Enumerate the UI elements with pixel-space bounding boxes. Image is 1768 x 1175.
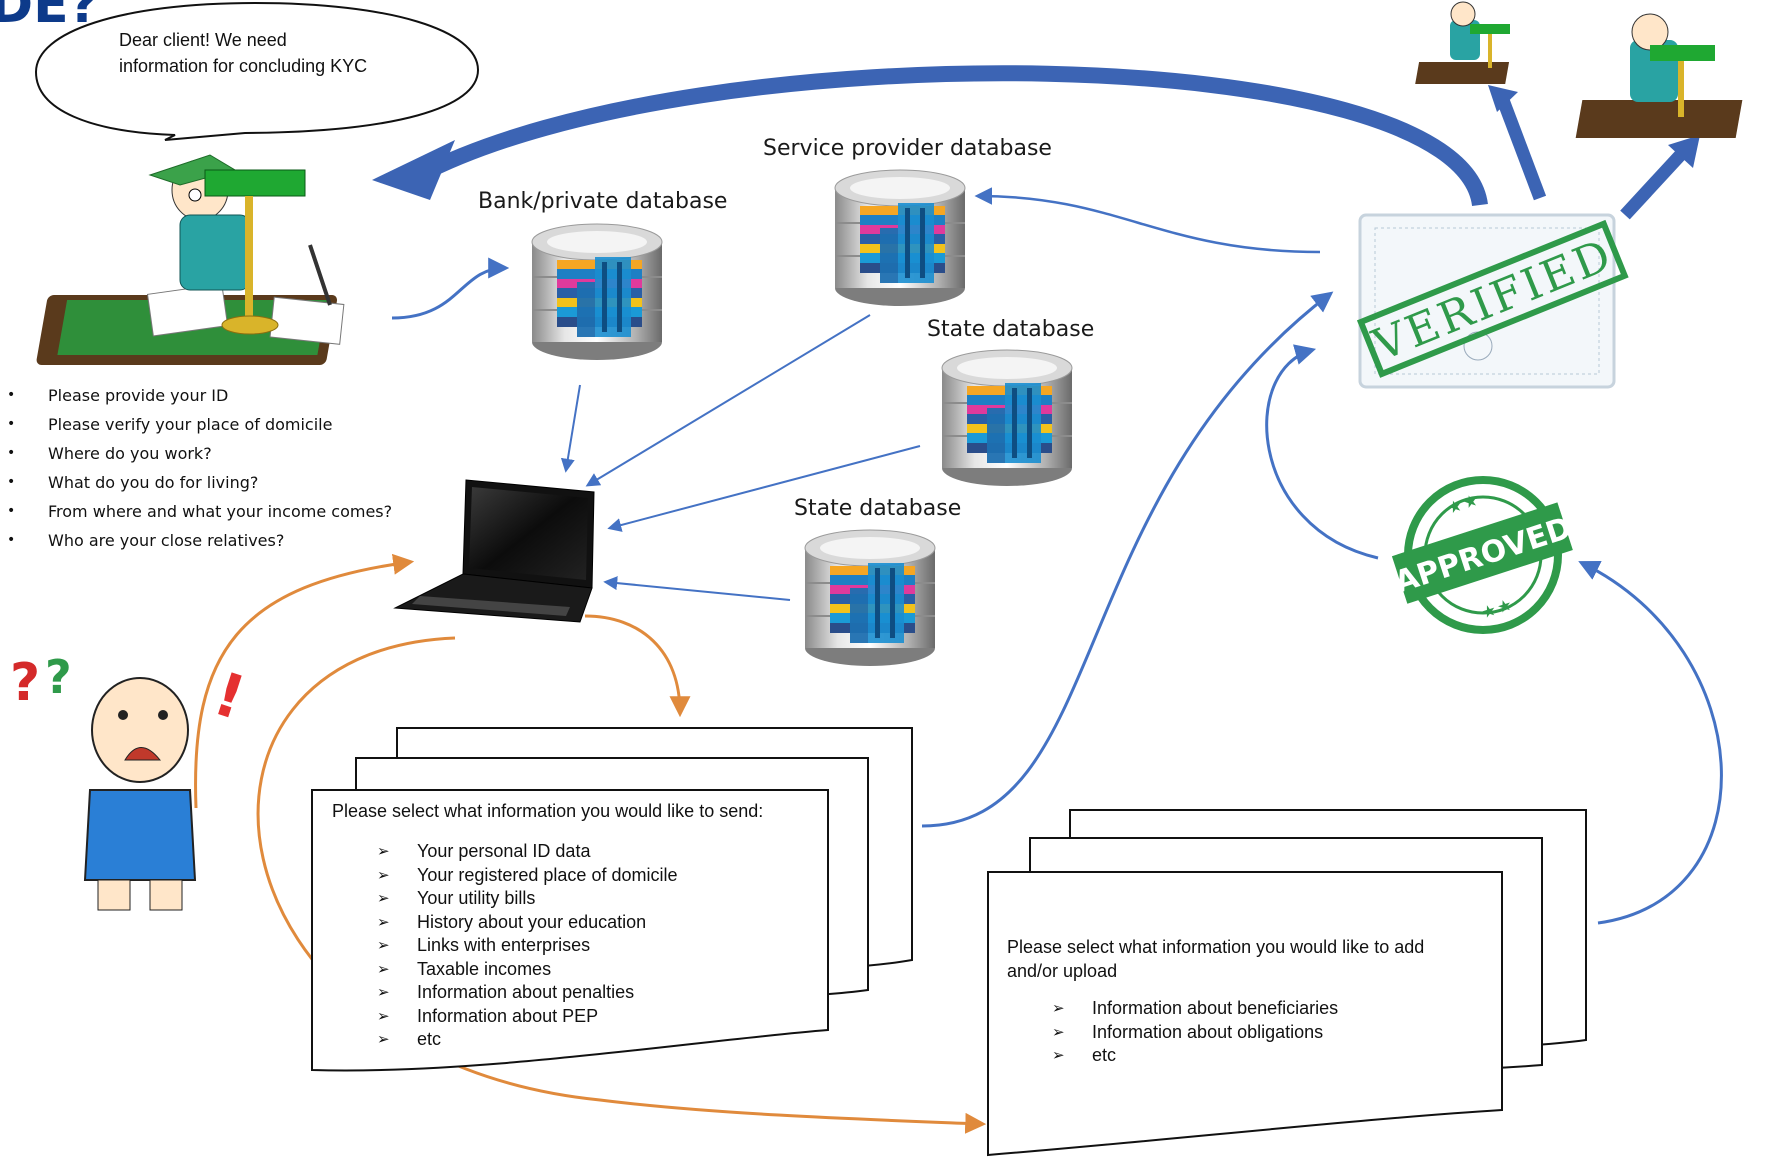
state-database-icon-2: [804, 529, 936, 667]
send-form-to-verified-arrow: [921, 291, 1334, 828]
svg-text:?: ?: [10, 653, 40, 713]
clerk-to-bank-arrow: [391, 257, 510, 320]
send-form-option[interactable]: Information about PEP: [377, 1005, 812, 1029]
bank-to-laptop-arrow: [560, 384, 581, 473]
laptop-icon: [393, 479, 595, 623]
clerk-small-b: [1575, 13, 1743, 138]
add-form-option[interactable]: etc: [1052, 1044, 1487, 1068]
service-to-laptop-arrow: [585, 314, 871, 487]
state-database-label-2: State database: [794, 496, 962, 521]
kyc-request-item: What do you do for living?: [0, 468, 392, 497]
speech-bubble-text: Dear client! We need information for con…: [119, 27, 367, 79]
send-form-option[interactable]: History about your education: [377, 911, 812, 935]
add-form-option[interactable]: Information about obligations: [1052, 1021, 1487, 1045]
verified-to-clerk-a-arrowhead: [1488, 85, 1518, 112]
state-database-label-1: State database: [927, 317, 1095, 342]
speech-bubble-line-1: Dear client! We need: [119, 30, 287, 50]
bank-database-icon: [531, 223, 663, 361]
send-form-option[interactable]: Your personal ID data: [377, 840, 812, 864]
send-form-option[interactable]: etc: [377, 1028, 812, 1052]
client-illustration: ? ? !: [10, 650, 254, 911]
clerk-illustration: [36, 154, 345, 365]
send-form-option[interactable]: Your registered place of domicile: [377, 864, 812, 888]
svg-text:!: !: [206, 659, 254, 734]
return-arc-arrowhead: [372, 140, 455, 200]
laptop-to-send-form-arrow: [584, 614, 691, 718]
state-database-icon-1: [941, 349, 1073, 487]
speech-bubble: [34, 1, 480, 141]
verified-to-clerk-b-arrow: [1620, 145, 1690, 220]
speech-bubble-line-2: information for concluding KYC: [119, 56, 368, 76]
clerk-small-a: [1415, 1, 1510, 84]
service-provider-database-label: Service provider database: [763, 136, 1052, 161]
svg-text:★ ★: ★ ★: [1446, 492, 1479, 516]
add-form-options: Information about beneficiaries Informat…: [1052, 997, 1487, 1068]
kyc-request-item: From where and what your income comes?: [0, 497, 392, 526]
add-form-title-line-1: Please select what information you would…: [1007, 937, 1425, 957]
send-form-title: Please select what information you would…: [332, 801, 764, 821]
verified-to-service-arrow: [974, 187, 1321, 254]
kyc-request-item: Please verify your place of domicile: [0, 410, 392, 439]
client-to-laptop-arrow: [194, 553, 415, 809]
add-form-to-approved-arrow: [1578, 560, 1723, 925]
svg-text:?: ?: [45, 650, 72, 704]
approved-to-verified-arrow: [1265, 344, 1379, 560]
kyc-request-item: Please provide your ID: [0, 381, 392, 410]
add-form-option[interactable]: Information about beneficiaries: [1052, 997, 1487, 1021]
send-form-options: Your personal ID data Your registered pl…: [377, 840, 812, 1052]
kyc-request-item: Where do you work?: [0, 439, 392, 468]
svg-text:★ ★: ★ ★: [1480, 596, 1513, 620]
send-form: Please select what information you would…: [332, 799, 812, 1052]
verified-to-clerk-b-arrowhead: [1668, 135, 1700, 168]
send-form-option[interactable]: Taxable incomes: [377, 958, 812, 982]
send-form-option[interactable]: Your utility bills: [377, 887, 812, 911]
add-form-title-line-2: and/or upload: [1007, 961, 1118, 981]
bank-database-label: Bank/private database: [478, 189, 728, 214]
add-form: Please select what information you would…: [1007, 935, 1487, 1068]
service-provider-database-icon: [834, 169, 966, 307]
state2-to-laptop-arrow: [603, 576, 791, 601]
return-arc-arrow: [416, 65, 1488, 207]
kyc-request-item: Who are your close relatives?: [0, 526, 392, 555]
verified-certificate: VERIFIED: [1356, 213, 1629, 389]
send-form-option[interactable]: Links with enterprises: [377, 934, 812, 958]
verified-to-clerk-a-arrow: [1496, 97, 1547, 201]
kyc-request-list: Please provide your ID Please verify you…: [0, 381, 392, 555]
state1-to-laptop-arrow: [607, 445, 921, 532]
send-form-option[interactable]: Information about penalties: [377, 981, 812, 1005]
approved-stamp: APPROVED ★ ★ ★ ★: [1390, 476, 1576, 634]
